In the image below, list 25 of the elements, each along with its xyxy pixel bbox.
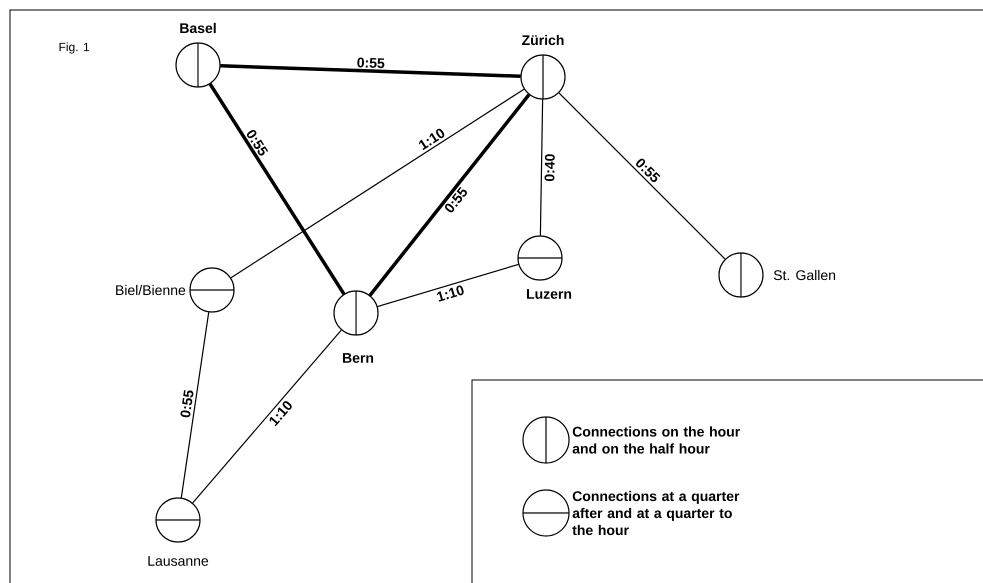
connection-line [377,264,519,308]
connection-line [230,88,524,278]
city-name: Luzern [527,289,572,299]
edge-label: 0:55 [356,56,386,70]
connection-line [192,330,342,504]
city-name: Biel/Bienne [116,284,186,296]
connection-line [220,64,520,78]
legend-text: Connections on the hour and on the half hour [572,426,740,454]
connection-line [540,100,544,236]
edge-label: 1:10 [416,126,448,152]
connection-line [208,83,346,295]
legend-text: Connections at a quarter after and at a quarter to the hour [572,490,740,536]
city-name: St. Gallen [774,270,836,280]
connection-line [368,94,530,296]
edge-label: 0:55 [178,388,196,420]
figure-label: Fig. 1 [60,42,90,54]
edge-label: 0:55 [632,155,663,186]
edge-label: 0:40 [543,152,556,183]
connection-line [558,92,726,260]
edge-label: 1:10 [434,283,466,304]
city-name: Zürich [522,34,564,46]
city-name: Basel [180,22,216,34]
connection-line [180,312,210,498]
city-name: Bern [343,353,374,363]
city-name: Lausanne [148,556,208,566]
